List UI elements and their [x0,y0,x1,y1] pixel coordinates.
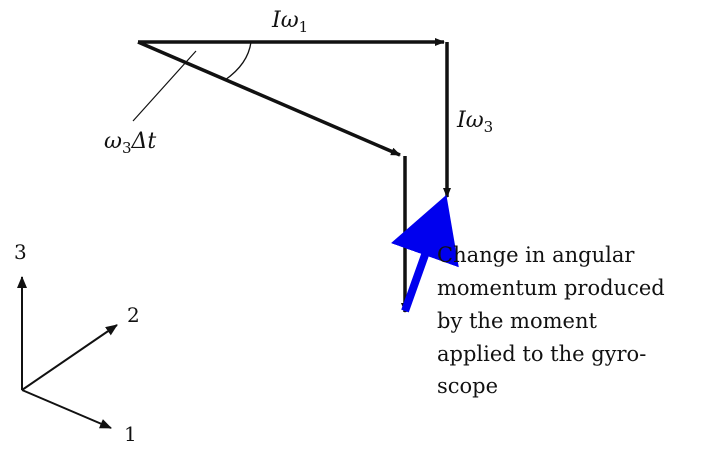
axis-2-line [21,324,118,391]
angle-label: ω3Δt [104,129,156,157]
angle-leader-line [132,50,197,122]
i-omega3-label: Iω3 [456,108,493,136]
annotation-line-4: applied to the gyro- [437,342,646,366]
coordinate-axes: 3 2 1 [14,240,140,446]
annotation-line-3: by the moment [437,309,597,333]
axis-3-label: 3 [14,240,27,264]
annotation-line-1: Change in angular [437,243,635,267]
change-in-angular-momentum-arrow [390,194,459,313]
annotation-line-5: scope [437,374,498,398]
annotation-line-2: momentum produced [437,276,665,300]
axis-1-line [21,389,112,429]
angle-arc [224,41,252,81]
rotated-angular-momentum-vector [137,40,401,157]
i-omega1-label: Iω1 [271,8,308,36]
axis-2-label: 2 [127,303,140,327]
change-annotation: Change in angular momentum produced by t… [437,243,671,398]
axis-1-label: 1 [124,422,137,446]
